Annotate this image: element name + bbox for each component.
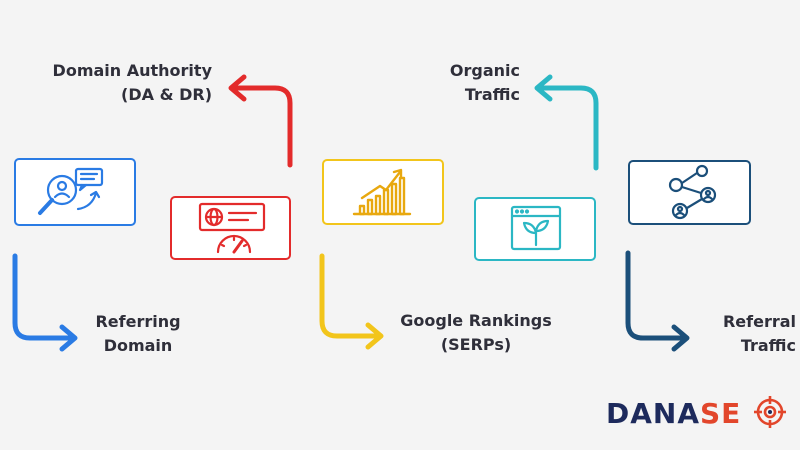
brand-logo: DANASE — [606, 395, 787, 431]
label-line: Traffic — [740, 336, 796, 355]
arrow-yellow-head — [365, 322, 384, 350]
browser-sprout-icon — [510, 205, 562, 251]
arrow-navy-head — [671, 324, 690, 352]
label-line: Referral — [722, 312, 796, 331]
label-line: (DA & DR) — [121, 85, 212, 104]
logo-text-se: SE — [700, 397, 742, 430]
label-domain-authority: Domain Authority (DA & DR) — [40, 59, 212, 107]
arrow-red — [229, 85, 293, 168]
arrow-blue-head — [59, 324, 78, 352]
label-google-rankings: Google Rankings (SERPs) — [396, 309, 556, 357]
share-network-icon — [668, 164, 717, 220]
target-crosshair-icon — [754, 396, 787, 428]
search-user-icon — [38, 167, 104, 215]
label-referral-traffic: Referral Traffic — [710, 310, 796, 358]
step-box-referral-traffic — [628, 160, 751, 225]
label-line: Domain Authority — [52, 61, 212, 80]
arrow-teal-head — [534, 74, 553, 102]
arrow-yellow — [319, 253, 383, 339]
arrow-navy — [625, 250, 689, 341]
arrow-teal — [535, 85, 599, 171]
label-line: Referring — [95, 312, 181, 331]
arrow-red-head — [228, 74, 247, 102]
label-line: Organic — [449, 61, 520, 80]
label-line: Domain — [103, 336, 173, 355]
bar-chart-growth-icon — [352, 168, 412, 216]
step-box-domain-authority — [170, 196, 291, 260]
label-line: Traffic — [464, 85, 520, 104]
label-referring-domain: Referring Domain — [88, 310, 188, 358]
label-organic-traffic: Organic Traffic — [430, 59, 520, 107]
label-line: Google Rankings — [400, 311, 552, 330]
logo-text-dana: DANA — [606, 397, 701, 430]
label-line: (SERPs) — [440, 335, 512, 354]
arrow-blue — [12, 253, 77, 341]
web-speedometer-icon — [198, 202, 266, 254]
